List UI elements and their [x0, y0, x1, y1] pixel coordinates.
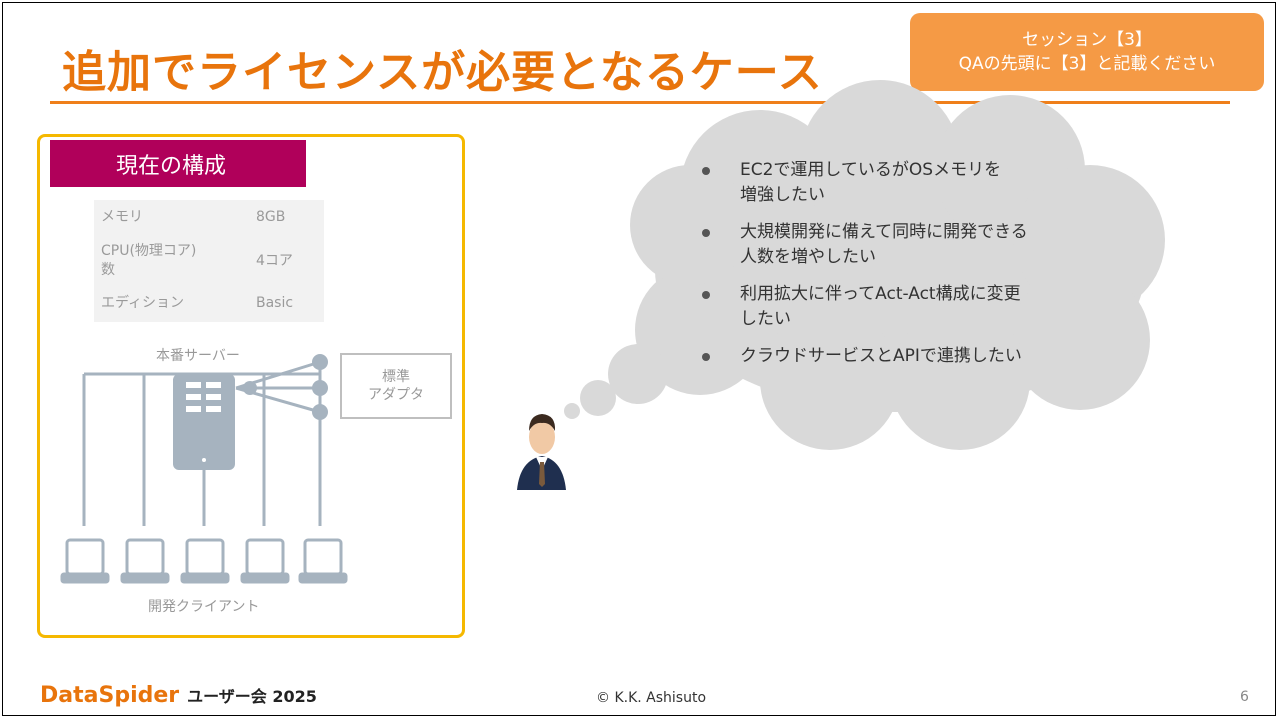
bullet-dot	[702, 291, 710, 299]
spec-label: メモリ	[101, 209, 143, 225]
server-label: 本番サーバー	[156, 348, 240, 364]
config-header: 現在の構成	[50, 140, 306, 187]
spec-value: 4コア	[256, 253, 293, 269]
thought-item: 利用拡大に伴ってAct-Act構成に変更 したい	[700, 282, 1090, 332]
bullet-dot	[702, 229, 710, 237]
laptop-icon-2	[120, 538, 170, 584]
thought-item-line1: クラウドサービスとAPIで連携したい	[740, 346, 1022, 366]
adapter-label-line1: 標準	[382, 369, 410, 385]
person-icon	[517, 414, 566, 490]
spec-table: メモリ 8GB CPU(物理コア) 数 4コア エディション Basic	[94, 200, 324, 322]
spec-label: CPU(物理コア)	[101, 243, 197, 259]
thought-item-line2: したい	[740, 309, 791, 329]
session-badge: セッション【3】 QAの先頭に【3】と記載ください	[910, 13, 1264, 91]
spec-value: 8GB	[256, 209, 286, 225]
thought-item-line1: 利用拡大に伴ってAct-Act構成に変更	[740, 284, 1021, 304]
cloud-shape	[630, 80, 1165, 450]
session-badge-line2: QAの先頭に【3】と記載ください	[958, 54, 1216, 74]
laptop-icon-4	[240, 538, 290, 584]
adapter-connectors	[243, 354, 328, 420]
laptop-icon-3	[180, 538, 230, 584]
bullet-dot	[702, 353, 710, 361]
clients-label: 開発クライアント	[148, 599, 260, 615]
slide-title: 追加でライセンスが必要となるケース	[62, 47, 823, 98]
server-icon	[173, 374, 235, 470]
spec-value: Basic	[256, 295, 294, 311]
brand-logo-text: DataSpider	[40, 683, 180, 708]
thought-item: EC2で運用しているがOSメモリを 増強したい	[700, 158, 1090, 208]
thought-item-line1: EC2で運用しているがOSメモリを	[740, 160, 1002, 180]
thought-item-line2: 人数を増やしたい	[740, 247, 876, 267]
standard-adapter-box: 標準 アダプタ	[340, 353, 452, 419]
thought-list: EC2で運用しているがOSメモリを 増強したい 大規模開発に備えて同時に開発でき…	[700, 158, 1090, 381]
current-config-panel	[37, 134, 465, 638]
footer-brand: DataSpider ユーザー会 2025	[40, 683, 317, 708]
laptop-icon-5	[298, 538, 348, 584]
laptop-icons	[60, 538, 348, 584]
thought-item: クラウドサービスとAPIで連携したい	[700, 344, 1090, 369]
laptop-icon-1	[60, 538, 110, 584]
event-name: ユーザー会 2025	[187, 687, 317, 706]
thought-dots	[564, 344, 668, 419]
session-badge-line1: セッション【3】	[1022, 30, 1152, 50]
copyright: © K.K. Ashisuto	[596, 690, 707, 706]
adapter-label-line2: アダプタ	[368, 387, 424, 403]
spec-label-cont: 数	[101, 262, 115, 278]
spec-label: エディション	[101, 295, 185, 311]
bullet-dot	[702, 167, 710, 175]
thought-item: 大規模開発に備えて同時に開発できる 人数を増やしたい	[700, 220, 1090, 270]
thought-item-line2: 増強したい	[740, 185, 825, 205]
thought-item-line1: 大規模開発に備えて同時に開発できる	[740, 222, 1028, 242]
title-underline	[50, 101, 1230, 104]
page-number: 6	[1240, 689, 1249, 705]
